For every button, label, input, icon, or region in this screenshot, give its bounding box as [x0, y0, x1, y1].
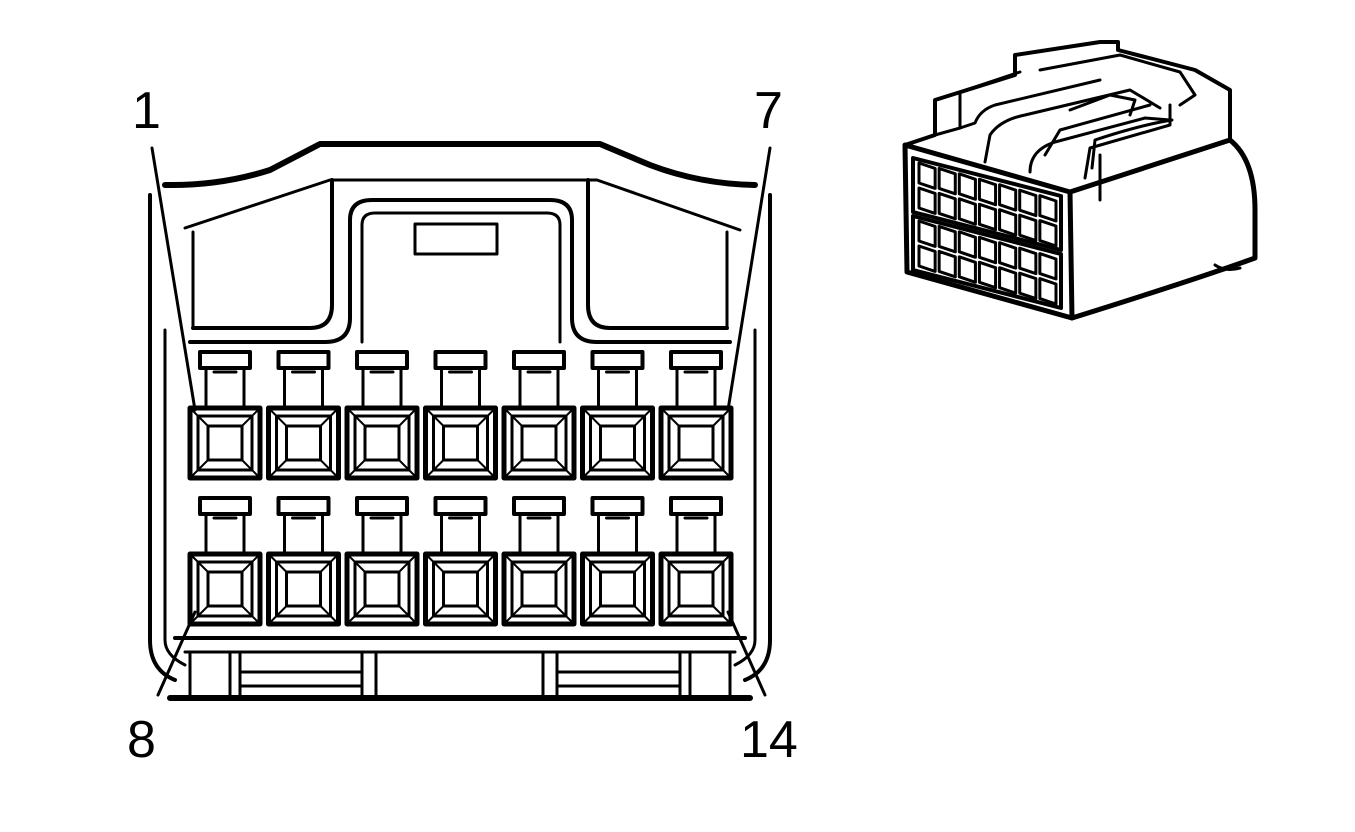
isometric-cavity — [1018, 271, 1038, 301]
cavity — [266, 496, 341, 627]
cavity-grid — [187, 350, 734, 627]
cavity — [501, 496, 577, 627]
isometric-cavity — [977, 177, 998, 207]
isometric-cavity — [1038, 194, 1058, 223]
isometric-cavity — [1018, 188, 1038, 218]
leader-line-pin-1 — [150, 146, 197, 412]
leader-line-pin-14 — [726, 610, 767, 697]
isometric-cavity — [937, 166, 957, 196]
isometric-cavity — [937, 224, 957, 254]
pin-label-1: 1 — [132, 82, 161, 140]
connector-isometric-view — [902, 40, 1258, 321]
cavity — [266, 350, 341, 481]
isometric-cavity — [917, 244, 937, 273]
isometric-cavity — [917, 161, 937, 190]
isometric-cavity — [957, 197, 977, 226]
latch-recess — [188, 178, 732, 344]
isometric-cavity — [1018, 246, 1038, 276]
isometric-cavity — [957, 255, 977, 284]
connector-housing — [148, 141, 772, 682]
isometric-cavity — [937, 249, 957, 279]
cavity — [580, 350, 655, 481]
isometric-cavity — [977, 235, 998, 265]
leader-line-pin-7 — [726, 146, 772, 412]
isometric-cavity — [998, 183, 1018, 212]
isometric-cavity — [998, 241, 1018, 270]
isometric-cavity — [917, 186, 937, 215]
leader-line-pin-8 — [156, 610, 197, 697]
pin-label-7: 7 — [754, 82, 783, 140]
isometric-cavity — [1038, 219, 1058, 248]
isometric-cavity — [1038, 252, 1058, 281]
cavity — [501, 350, 577, 481]
isometric-cavity — [917, 219, 937, 248]
isometric-cavity — [977, 260, 998, 290]
isometric-cavity — [998, 208, 1018, 237]
pin-leader-lines — [150, 146, 772, 697]
cavity — [187, 350, 263, 481]
isometric-cavity — [977, 202, 998, 232]
isometric-cavity-block — [911, 156, 1063, 252]
pin-label-14: 14 — [740, 711, 798, 769]
cavity — [423, 350, 498, 481]
isometric-cavity-block — [911, 214, 1063, 310]
pin-label-8: 8 — [127, 711, 156, 769]
isometric-cavity — [1018, 213, 1038, 243]
isometric-cavity — [957, 172, 977, 201]
cavity — [580, 496, 655, 627]
cavity — [423, 496, 498, 627]
isometric-cavity — [1038, 277, 1058, 306]
cavity — [658, 496, 734, 627]
isometric-cavity — [957, 230, 977, 259]
cavity — [344, 496, 420, 627]
isometric-cavity — [998, 266, 1018, 295]
bottom-lock-bar — [167, 636, 753, 701]
cavity — [658, 350, 734, 481]
cavity — [187, 496, 263, 627]
cavity — [344, 350, 420, 481]
isometric-cavity — [937, 191, 957, 221]
isometric-cavity-grid — [911, 156, 1063, 310]
